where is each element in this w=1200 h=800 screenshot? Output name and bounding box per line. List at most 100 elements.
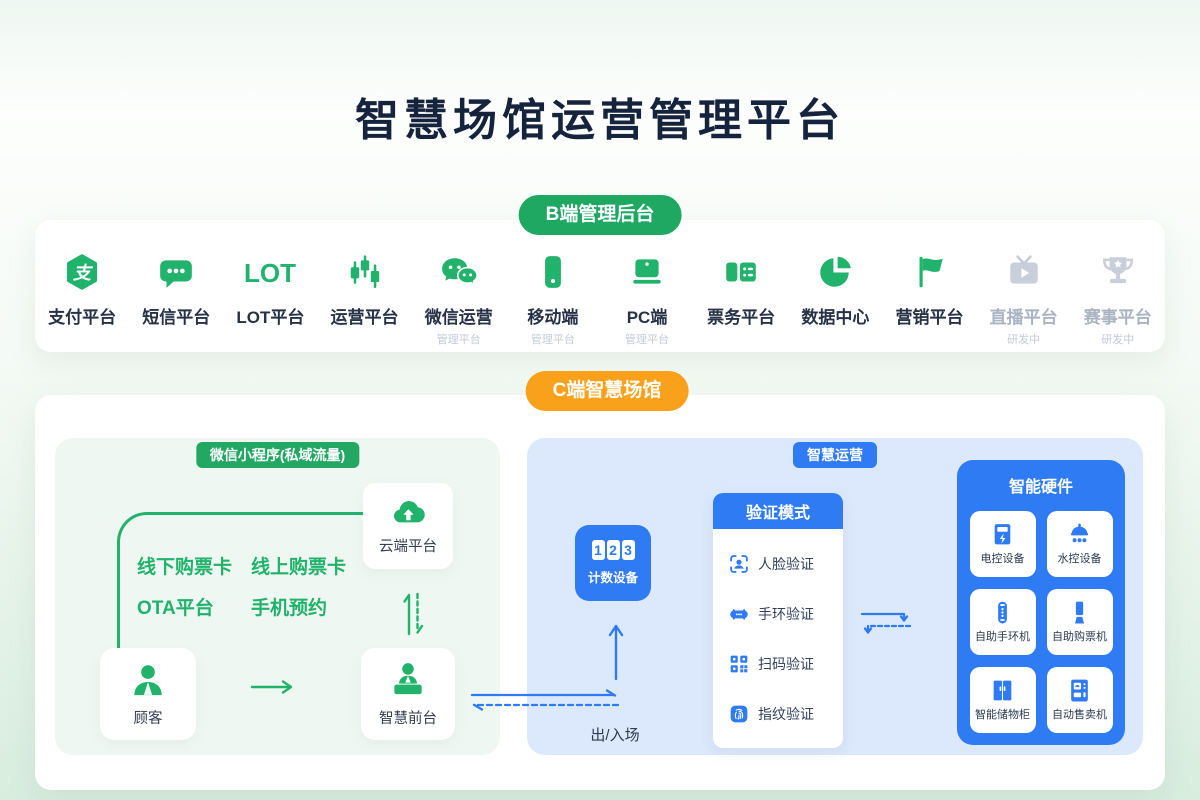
platform-label: LOT平台 <box>236 308 305 327</box>
wechat-miniprogram-badge: 微信小程序(私域流量) <box>195 442 360 468</box>
wristband-icon <box>729 604 749 624</box>
counting-device-card: 1 2 3 计数设备 <box>575 525 651 601</box>
electric-device-icon <box>990 522 1015 547</box>
customer-label: 顾客 <box>133 711 163 727</box>
smart-operation-badge: 智慧运营 <box>793 442 877 468</box>
platform-sublabel: 研发中 <box>1007 334 1041 346</box>
wechat-miniprogram-panel: 微信小程序(私域流量) 线下购票卡 线上购票卡 OTA平台 手机预约 云端平台 … <box>55 438 500 755</box>
locker-icon <box>990 678 1015 703</box>
platform-item: 移动端管理平台 <box>506 253 600 347</box>
platform-label: 票务平台 <box>707 308 776 327</box>
hardware-label: 自动售卖机 <box>1052 709 1107 721</box>
lot-icon: LOT <box>240 253 300 291</box>
verify-label: 手环验证 <box>758 606 814 622</box>
platform-sublabel: 管理平台 <box>436 334 481 346</box>
hardware-item: 自动售卖机 <box>1046 667 1113 733</box>
green-connector-line <box>117 512 372 651</box>
hardware-label: 自助购票机 <box>1052 631 1107 643</box>
platform-sublabel: 研发中 <box>1101 334 1135 346</box>
customer-card: 顾客 <box>100 648 196 740</box>
platform-item: 数据中心 <box>788 253 882 347</box>
smart-operation-panel: 智慧运营 1 2 3 计数设备 出/入场 验证模式 人脸验证手环验证扫码验证指纹… <box>527 438 1143 755</box>
mobile-icon <box>534 253 572 291</box>
platform-item: 直播平台研发中 <box>977 253 1071 347</box>
verify-label: 人脸验证 <box>758 556 814 572</box>
verification-modes-card: 验证模式 人脸验证手环验证扫码验证指纹验证 <box>713 493 843 748</box>
ticket-icon <box>722 253 760 291</box>
hardware-item: 自助手环机 <box>969 589 1036 655</box>
hardware-item: 水控设备 <box>1046 511 1113 577</box>
pie-chart-icon <box>816 253 854 291</box>
sms-icon <box>157 253 195 291</box>
verify-item: 指纹验证 <box>729 689 843 739</box>
qr-code-icon <box>729 654 749 674</box>
cloud-upload-icon <box>388 496 428 530</box>
gate-in-out-label: 出/入场 <box>590 727 640 744</box>
svg-text:LOT: LOT <box>244 258 296 288</box>
wechat-icon <box>440 253 478 291</box>
platform-label: 赛事平台 <box>1083 308 1152 327</box>
platform-item: 票务平台 <box>694 253 788 347</box>
trophy-icon <box>1099 253 1137 291</box>
offline-ticket-card-label: 线下购票卡 <box>137 557 233 578</box>
verify-label: 指纹验证 <box>758 706 814 722</box>
verify-label: 扫码验证 <box>758 656 814 672</box>
customer-person-icon <box>127 660 169 702</box>
verification-list: 人脸验证手环验证扫码验证指纹验证 <box>713 529 843 739</box>
candlestick-icon <box>346 253 384 291</box>
monitor-icon <box>628 253 666 291</box>
platform-item: LOT LOT平台 <box>223 253 317 347</box>
smart-frontdesk-card: 智慧前台 <box>361 648 455 740</box>
ticket-kiosk-icon <box>1067 600 1092 625</box>
fingerprint-icon <box>729 704 749 724</box>
phone-reservation-label: 手机预约 <box>251 598 328 619</box>
flag-icon <box>910 253 948 291</box>
platform-label: 支付平台 <box>48 308 117 327</box>
c-section-badge: C端智慧场馆 <box>525 371 689 411</box>
counter-digit: 1 <box>591 540 605 560</box>
ota-platform-label: OTA平台 <box>137 598 214 619</box>
svg-text:支: 支 <box>73 263 94 283</box>
counter-digit: 2 <box>606 540 620 560</box>
verification-modes-title: 验证模式 <box>713 493 843 529</box>
vending-icon <box>1067 678 1092 703</box>
platform-label: 数据中心 <box>801 308 870 327</box>
platform-item: 短信平台 <box>129 253 223 347</box>
hardware-item: 自助购票机 <box>1046 589 1113 655</box>
counting-device-label: 计数设备 <box>587 571 638 585</box>
platform-label: 营销平台 <box>895 308 964 327</box>
platform-sublabel: 管理平台 <box>530 334 575 346</box>
face-scan-icon <box>729 554 749 574</box>
hardware-label: 智能储物柜 <box>975 709 1030 721</box>
wristband-kiosk-icon <box>990 600 1015 625</box>
platform-label: 运营平台 <box>330 308 399 327</box>
verify-item: 人脸验证 <box>729 539 843 589</box>
platform-label: 移动端 <box>527 308 579 327</box>
platform-item: 赛事平台研发中 <box>1071 253 1165 347</box>
cloud-platform-card: 云端平台 <box>363 483 453 569</box>
hardware-label: 自助手环机 <box>975 631 1030 643</box>
alipay-icon: 支 <box>63 253 101 291</box>
c-section-panel: 微信小程序(私域流量) 线下购票卡 线上购票卡 OTA平台 手机预约 云端平台 … <box>35 395 1165 790</box>
receptionist-icon <box>387 660 429 702</box>
platform-label: 微信运营 <box>424 308 493 327</box>
online-ticket-card-label: 线上购票卡 <box>251 557 347 578</box>
platform-item: 运营平台 <box>318 253 412 347</box>
hardware-item: 智能储物柜 <box>969 667 1036 733</box>
counter-digits-icon: 1 2 3 <box>591 540 636 560</box>
cloud-platform-label: 云端平台 <box>379 539 437 555</box>
counter-digit: 3 <box>621 540 635 560</box>
hardware-item: 电控设备 <box>969 511 1036 577</box>
water-device-icon <box>1067 522 1092 547</box>
platform-item: 营销平台 <box>882 253 976 347</box>
gate-flow-arrows-icon <box>470 689 622 711</box>
hardware-label: 水控设备 <box>1057 553 1102 565</box>
platform-label: 短信平台 <box>142 308 211 327</box>
smart-hardware-title: 智能硬件 <box>1008 479 1073 496</box>
hardware-grid: 电控设备水控设备自助手环机 自助购票机智能储物柜 自动售卖机 <box>957 511 1125 733</box>
b-section-badge: B端管理后台 <box>518 195 682 235</box>
platform-label: 直播平台 <box>989 308 1058 327</box>
